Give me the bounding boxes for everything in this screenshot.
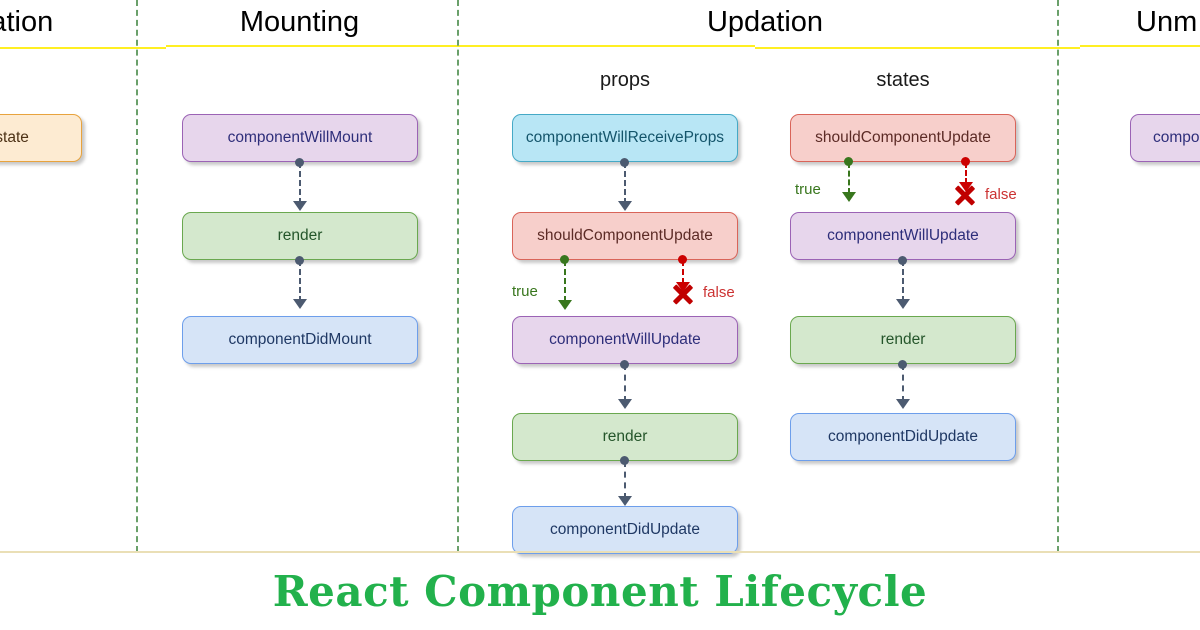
node-states-component-will-update: componentWillUpdate [790, 212, 1016, 260]
branch-line-false [682, 260, 684, 284]
node-props-component-did-update: componentDidUpdate [512, 506, 738, 554]
node-label: compo [1153, 129, 1200, 146]
branch-line-true [848, 162, 850, 194]
node-label: shouldComponentUpdate [537, 227, 713, 244]
node-label: shouldComponentUpdate [815, 129, 991, 146]
branch-arrowhead-true [558, 300, 572, 310]
blocked-cross-icon [952, 182, 978, 208]
node-mounting-render: render [182, 212, 418, 260]
connector-line [624, 364, 626, 402]
branch-arrowhead-true [842, 192, 856, 202]
node-unmounting-component-will-unmount: compo [1130, 114, 1200, 162]
node-states-should-component-update: shouldComponentUpdate [790, 114, 1016, 162]
branch-label-false: false [703, 284, 735, 301]
node-props-component-will-receive-props: componentWillReceiveProps [512, 114, 738, 162]
connector-arrowhead [618, 201, 632, 211]
node-props-render: render [512, 413, 738, 461]
branch-dot-true [560, 255, 569, 264]
node-default-props-and-state: and state [0, 114, 82, 162]
branch-dot-false [678, 255, 687, 264]
node-label: componentWillMount [227, 129, 373, 146]
branch-arrowhead-false [676, 282, 690, 292]
node-label: componentWillUpdate [549, 331, 701, 348]
subheader-states: states [876, 69, 930, 91]
connector-line [624, 162, 626, 204]
header-rule-right [1080, 45, 1200, 47]
node-label: componentDidUpdate [550, 521, 700, 538]
connector-line [624, 461, 626, 499]
node-mounting-component-did-mount: componentDidMount [182, 316, 418, 364]
column-separator-2 [457, 0, 459, 552]
node-label: render [880, 331, 926, 348]
connector-arrowhead [896, 299, 910, 309]
branch-dot-true [844, 157, 853, 166]
node-label: componentWillUpdate [827, 227, 979, 244]
header-rule-left [0, 47, 166, 49]
connector-arrowhead [293, 299, 307, 309]
node-props-should-component-update: shouldComponentUpdate [512, 212, 738, 260]
branch-line-false [965, 162, 967, 184]
phase-title-mounting: Mounting [239, 6, 360, 38]
header-rule-mid-left [166, 45, 755, 47]
node-label: componentDidMount [228, 331, 372, 348]
connector-line [299, 162, 301, 204]
phase-title-updation: Updation [706, 6, 824, 38]
node-label: componentDidUpdate [828, 428, 978, 445]
connector-arrowhead [618, 496, 632, 506]
subheader-props: props [599, 69, 651, 91]
connector-line [902, 260, 904, 302]
connector-arrowhead [293, 201, 307, 211]
connector-dot [620, 456, 629, 465]
connector-line [902, 364, 904, 402]
connector-line [299, 260, 301, 302]
branch-label-true: true [795, 181, 821, 198]
branch-arrowhead-false [959, 182, 973, 192]
node-states-render: render [790, 316, 1016, 364]
node-mounting-component-will-mount: componentWillMount [182, 114, 418, 162]
connector-arrowhead [896, 399, 910, 409]
phase-title-unmounting: Unm [1136, 6, 1198, 38]
node-label: and state [0, 129, 29, 146]
footer-rule [0, 551, 1200, 553]
branch-dot-false [961, 157, 970, 166]
column-separator-3 [1057, 0, 1059, 552]
column-separator-1 [136, 0, 138, 552]
node-props-component-will-update: componentWillUpdate [512, 316, 738, 364]
header-rule-mid-right [755, 47, 1080, 49]
connector-arrowhead [618, 399, 632, 409]
branch-label-true: true [512, 283, 538, 300]
branch-line-true [564, 260, 566, 302]
phase-title-initialization: alization [0, 6, 54, 38]
branch-label-false: false [985, 186, 1017, 203]
diagram-caption: React Component Lifecycle [272, 567, 928, 616]
node-label: render [277, 227, 323, 244]
node-label: render [602, 428, 648, 445]
node-label: componentWillReceiveProps [525, 129, 725, 146]
node-states-component-did-update: componentDidUpdate [790, 413, 1016, 461]
blocked-cross-icon [670, 281, 696, 307]
